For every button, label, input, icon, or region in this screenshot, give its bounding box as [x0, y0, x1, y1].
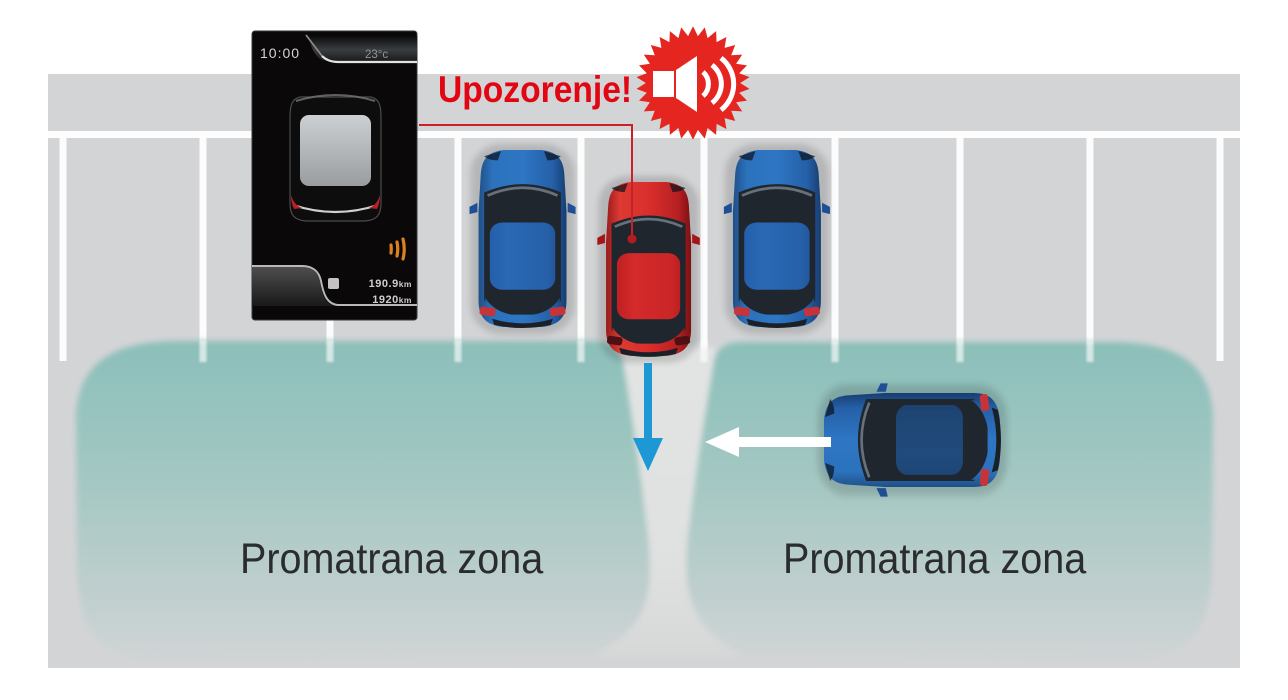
svg-text:1920km: 1920km: [372, 294, 412, 306]
svg-text:190.9km: 190.9km: [369, 278, 412, 290]
svg-text:10:00: 10:00: [260, 45, 300, 61]
svg-text:23°c: 23°c: [365, 49, 388, 61]
